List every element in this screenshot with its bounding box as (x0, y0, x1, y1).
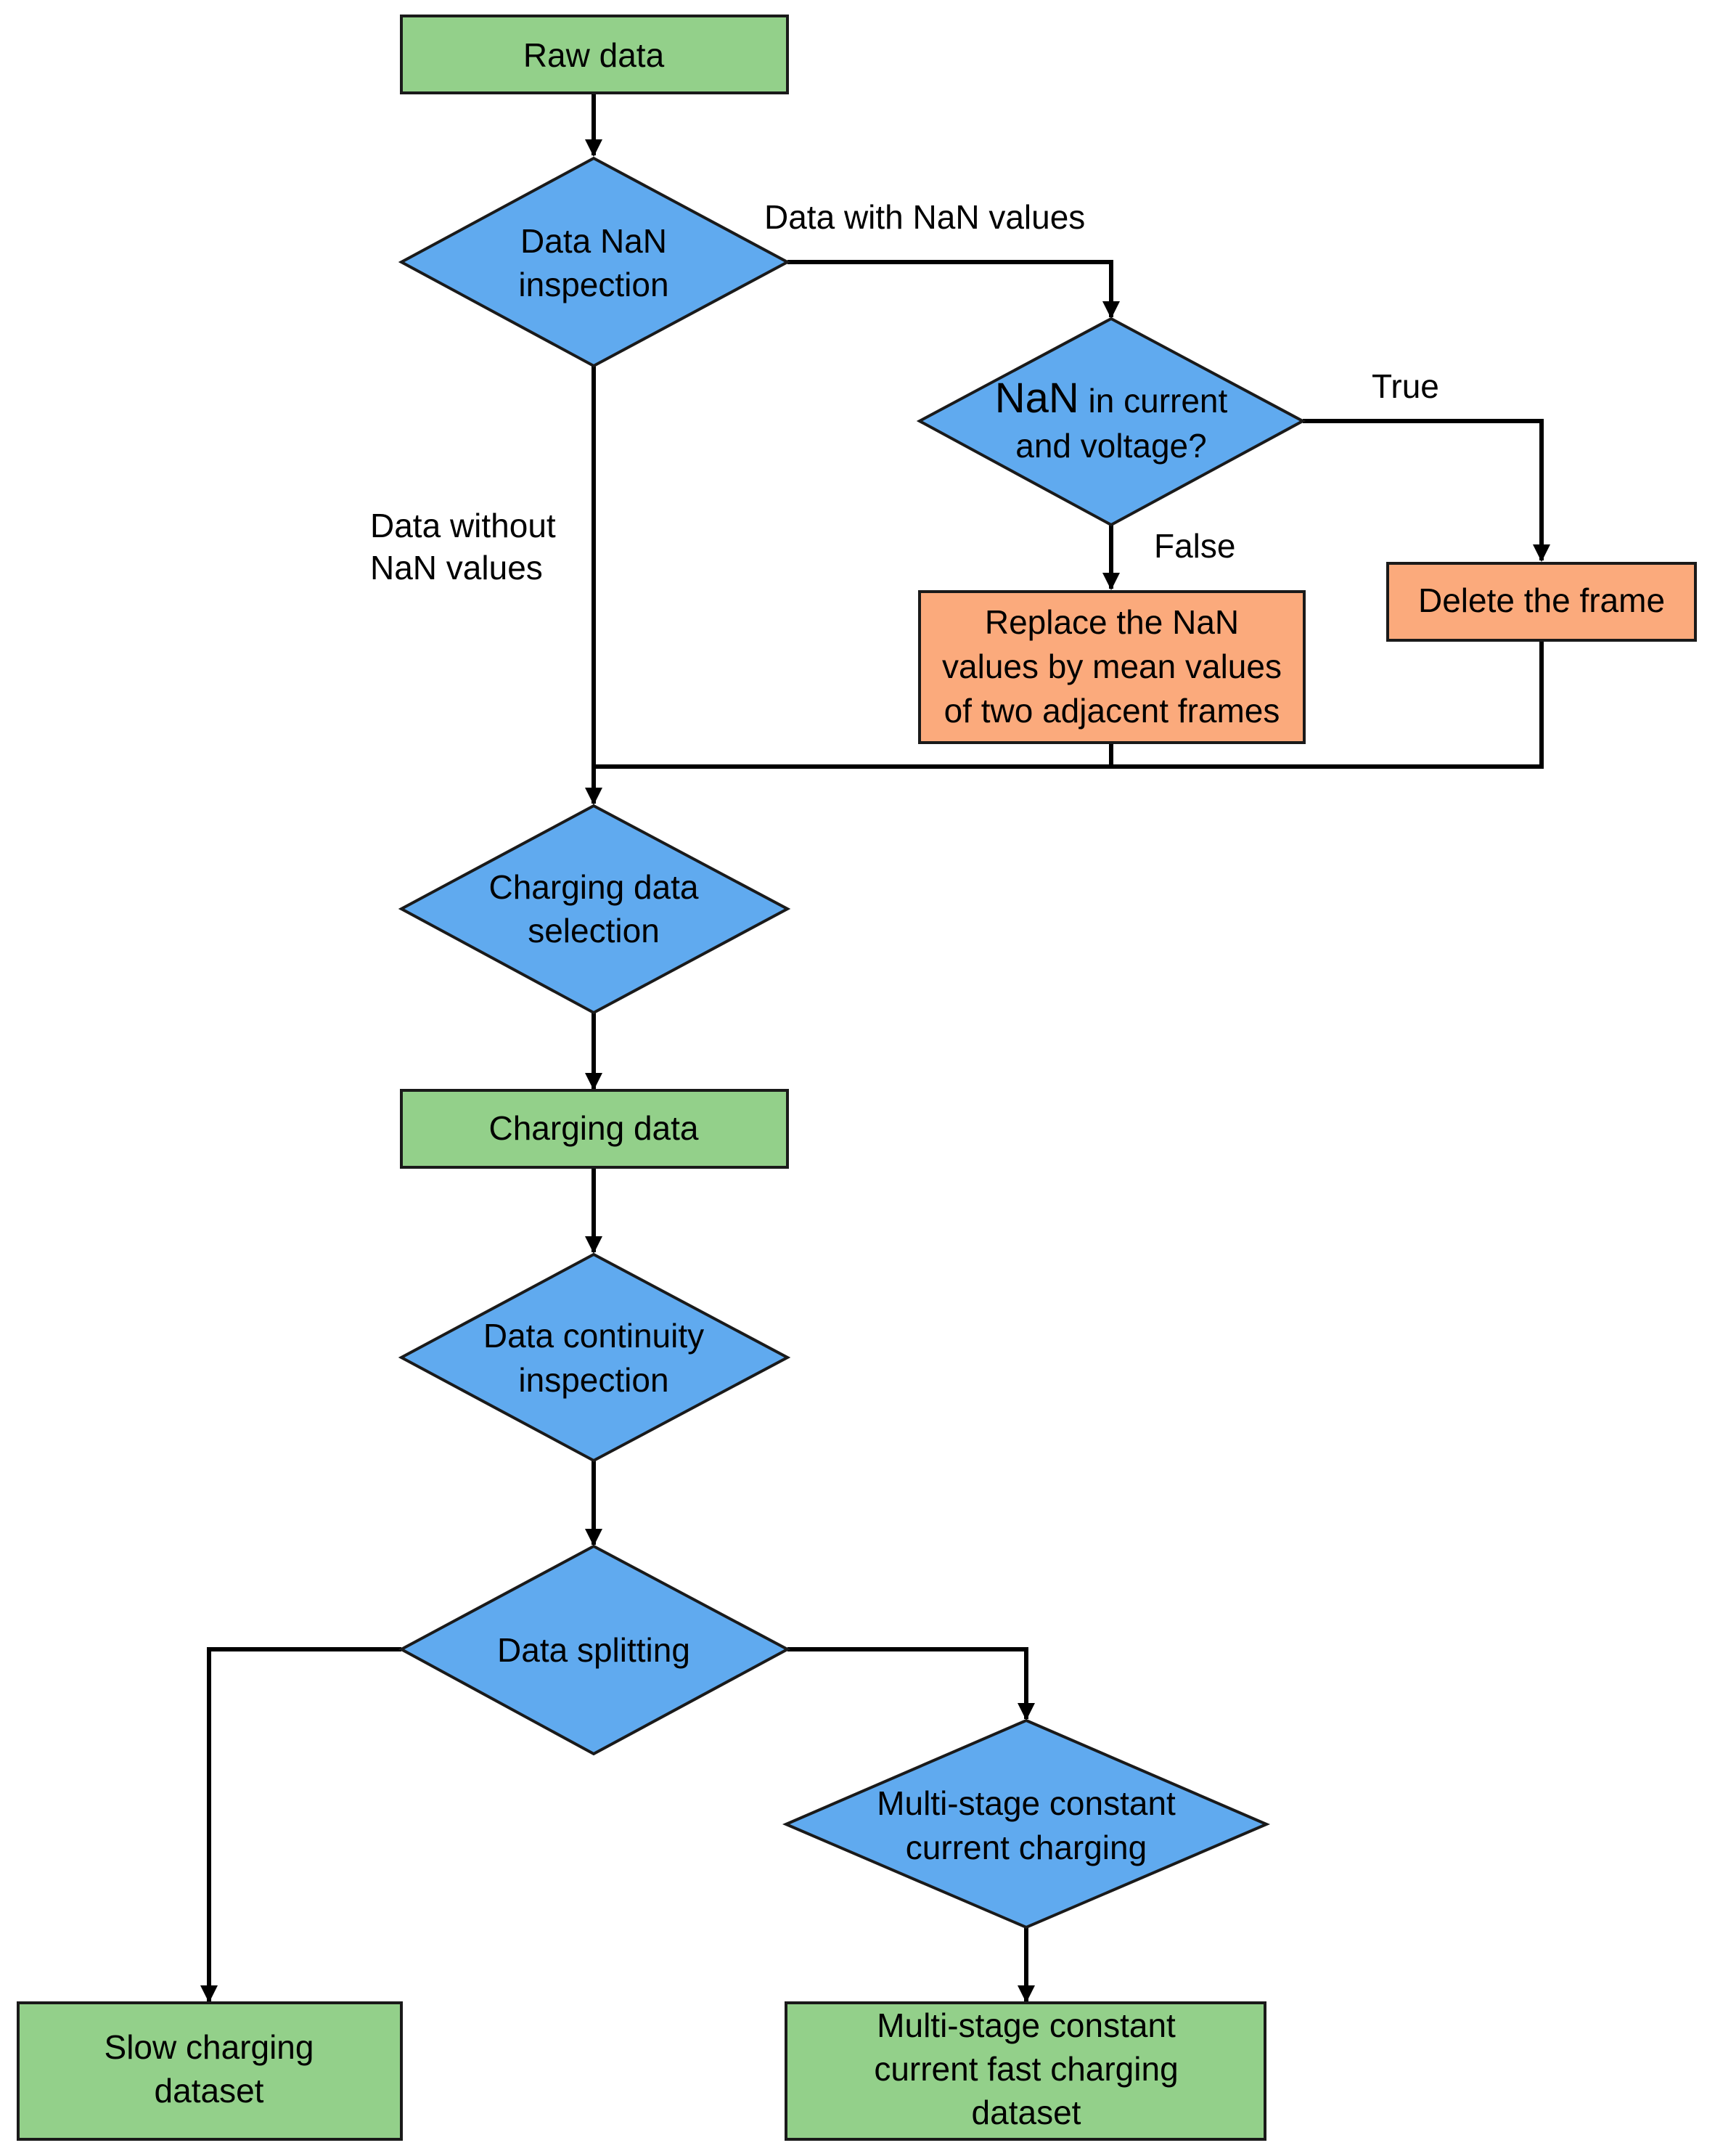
node-delete-frame-label: Delete the frame (1418, 581, 1665, 619)
decision-data-splitting-label: Data splitting (497, 1631, 690, 1669)
decision-charging-selection-line-2: selection (528, 912, 660, 950)
node-raw-data: Raw data (400, 15, 789, 94)
decision-nan-inspection-line-1: Data NaN (520, 222, 667, 260)
decision-nan-in-current-voltage-line-2: and voltage? (1015, 427, 1206, 465)
node-charging-data-label: Charging data (489, 1109, 699, 1147)
edge-label-data-without-nan-line-1: Data without (370, 507, 556, 544)
decision-nan-in-current-voltage-line-1: NaN in current (995, 375, 1228, 422)
node-replace-nan-line-1: Replace the NaN (985, 603, 1239, 641)
decision-continuity-line-2: inspection (518, 1361, 668, 1399)
decision-data-continuity-inspection: Data continuity inspection (398, 1252, 791, 1463)
connectors (200, 93, 1550, 2003)
node-slow-dataset-line-2: dataset (155, 2072, 264, 2110)
decision-multistage-line-1: Multi-stage constant (877, 1784, 1176, 1822)
edge-labels: Data with NaN values Data without NaN va… (370, 198, 1439, 587)
node-slow-dataset-line-1: Slow charging (105, 2028, 314, 2066)
decision-multistage-constant-current: Multi-stage constant current charging (782, 1718, 1271, 1930)
edge-label-data-without-nan-line-2: NaN values (370, 549, 543, 587)
decision-nan-inspection-line-2: inspection (518, 266, 668, 303)
nan-in-current-text: in current (1079, 382, 1228, 420)
node-raw-data-label: Raw data (523, 36, 665, 74)
decision-data-splitting: Data splitting (398, 1544, 791, 1756)
edge-splitting-to-slow-dataset (200, 1647, 401, 2003)
edge-splitting-to-multistage (787, 1647, 1035, 1720)
node-replace-nan-line-2: values by mean values (942, 648, 1282, 685)
node-replace-nan-line-3: of two adjacent frames (944, 692, 1280, 730)
node-fast-charging-dataset: Multi-stage constant current fast chargi… (785, 2001, 1266, 2141)
decision-continuity-line-1: Data continuity (483, 1317, 704, 1355)
node-delete-frame: Delete the frame (1386, 562, 1697, 642)
edge-label-data-with-nan: Data with NaN values (764, 198, 1085, 236)
node-fast-dataset-line-1: Multi-stage constant (877, 2006, 1176, 2044)
nan-emphasis: NaN (995, 375, 1079, 422)
node-replace-nan-values: Replace the NaN values by mean values of… (918, 590, 1306, 744)
edge-nan-inspection-to-nan-decision (787, 260, 1120, 319)
node-fast-dataset-line-2: current fast charging (874, 2050, 1178, 2088)
decision-charging-data-selection: Charging data selection (398, 804, 791, 1015)
decision-nan-in-current-voltage: NaN in current and voltage? (916, 317, 1306, 527)
node-fast-dataset-line-3: dataset (972, 2094, 1081, 2131)
edge-label-true: True (1372, 367, 1439, 405)
node-charging-data: Charging data (400, 1089, 789, 1169)
node-slow-charging-dataset: Slow charging dataset (17, 2001, 403, 2141)
decision-nan-inspection: Data NaN inspection (398, 156, 791, 368)
decision-charging-selection-line-1: Charging data (489, 868, 699, 906)
edge-label-false: False (1154, 527, 1235, 565)
edge-nan-decision-true-to-delete (1303, 419, 1550, 562)
decision-multistage-line-2: current charging (906, 1829, 1147, 1866)
